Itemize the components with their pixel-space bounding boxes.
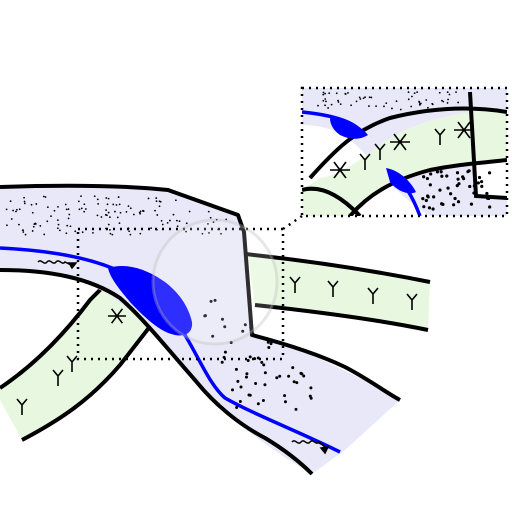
inset-bank-edge (468, 91, 507, 200)
inset-strip-edge-b (348, 158, 507, 216)
vegetated-strip-lower-edge-b (21, 318, 157, 442)
channel-bank-top (0, 183, 401, 402)
wetland-vegetation-inset-icons (330, 121, 474, 179)
channel-bank-bottom (0, 268, 314, 476)
vegetated-strip-right-edge-bottom (254, 303, 429, 332)
inset-lower-edge (302, 186, 362, 216)
vegetated-strip-lower (0, 282, 155, 440)
magnifier-lens (151, 218, 279, 346)
stream-thread (0, 246, 341, 454)
channel-body (0, 185, 400, 474)
vegetated-strip-lower-edge-a (0, 280, 110, 390)
water-pool (108, 265, 193, 336)
magnify-connector-line (282, 214, 303, 231)
inset-vegetated-strip (302, 112, 507, 216)
inset-zoom-view (300, 86, 509, 218)
vegetated-strip-right-edge-top (244, 252, 431, 284)
inset-water-pool (330, 118, 416, 194)
vegetated-strip-right (248, 255, 430, 330)
flow-direction-arrow-icon (37, 260, 330, 455)
sediment-dots (5, 195, 313, 411)
inset-frame (300, 86, 509, 218)
wetland-vegetation-icons (16, 276, 418, 415)
inset-sediment-dots (317, 91, 492, 211)
